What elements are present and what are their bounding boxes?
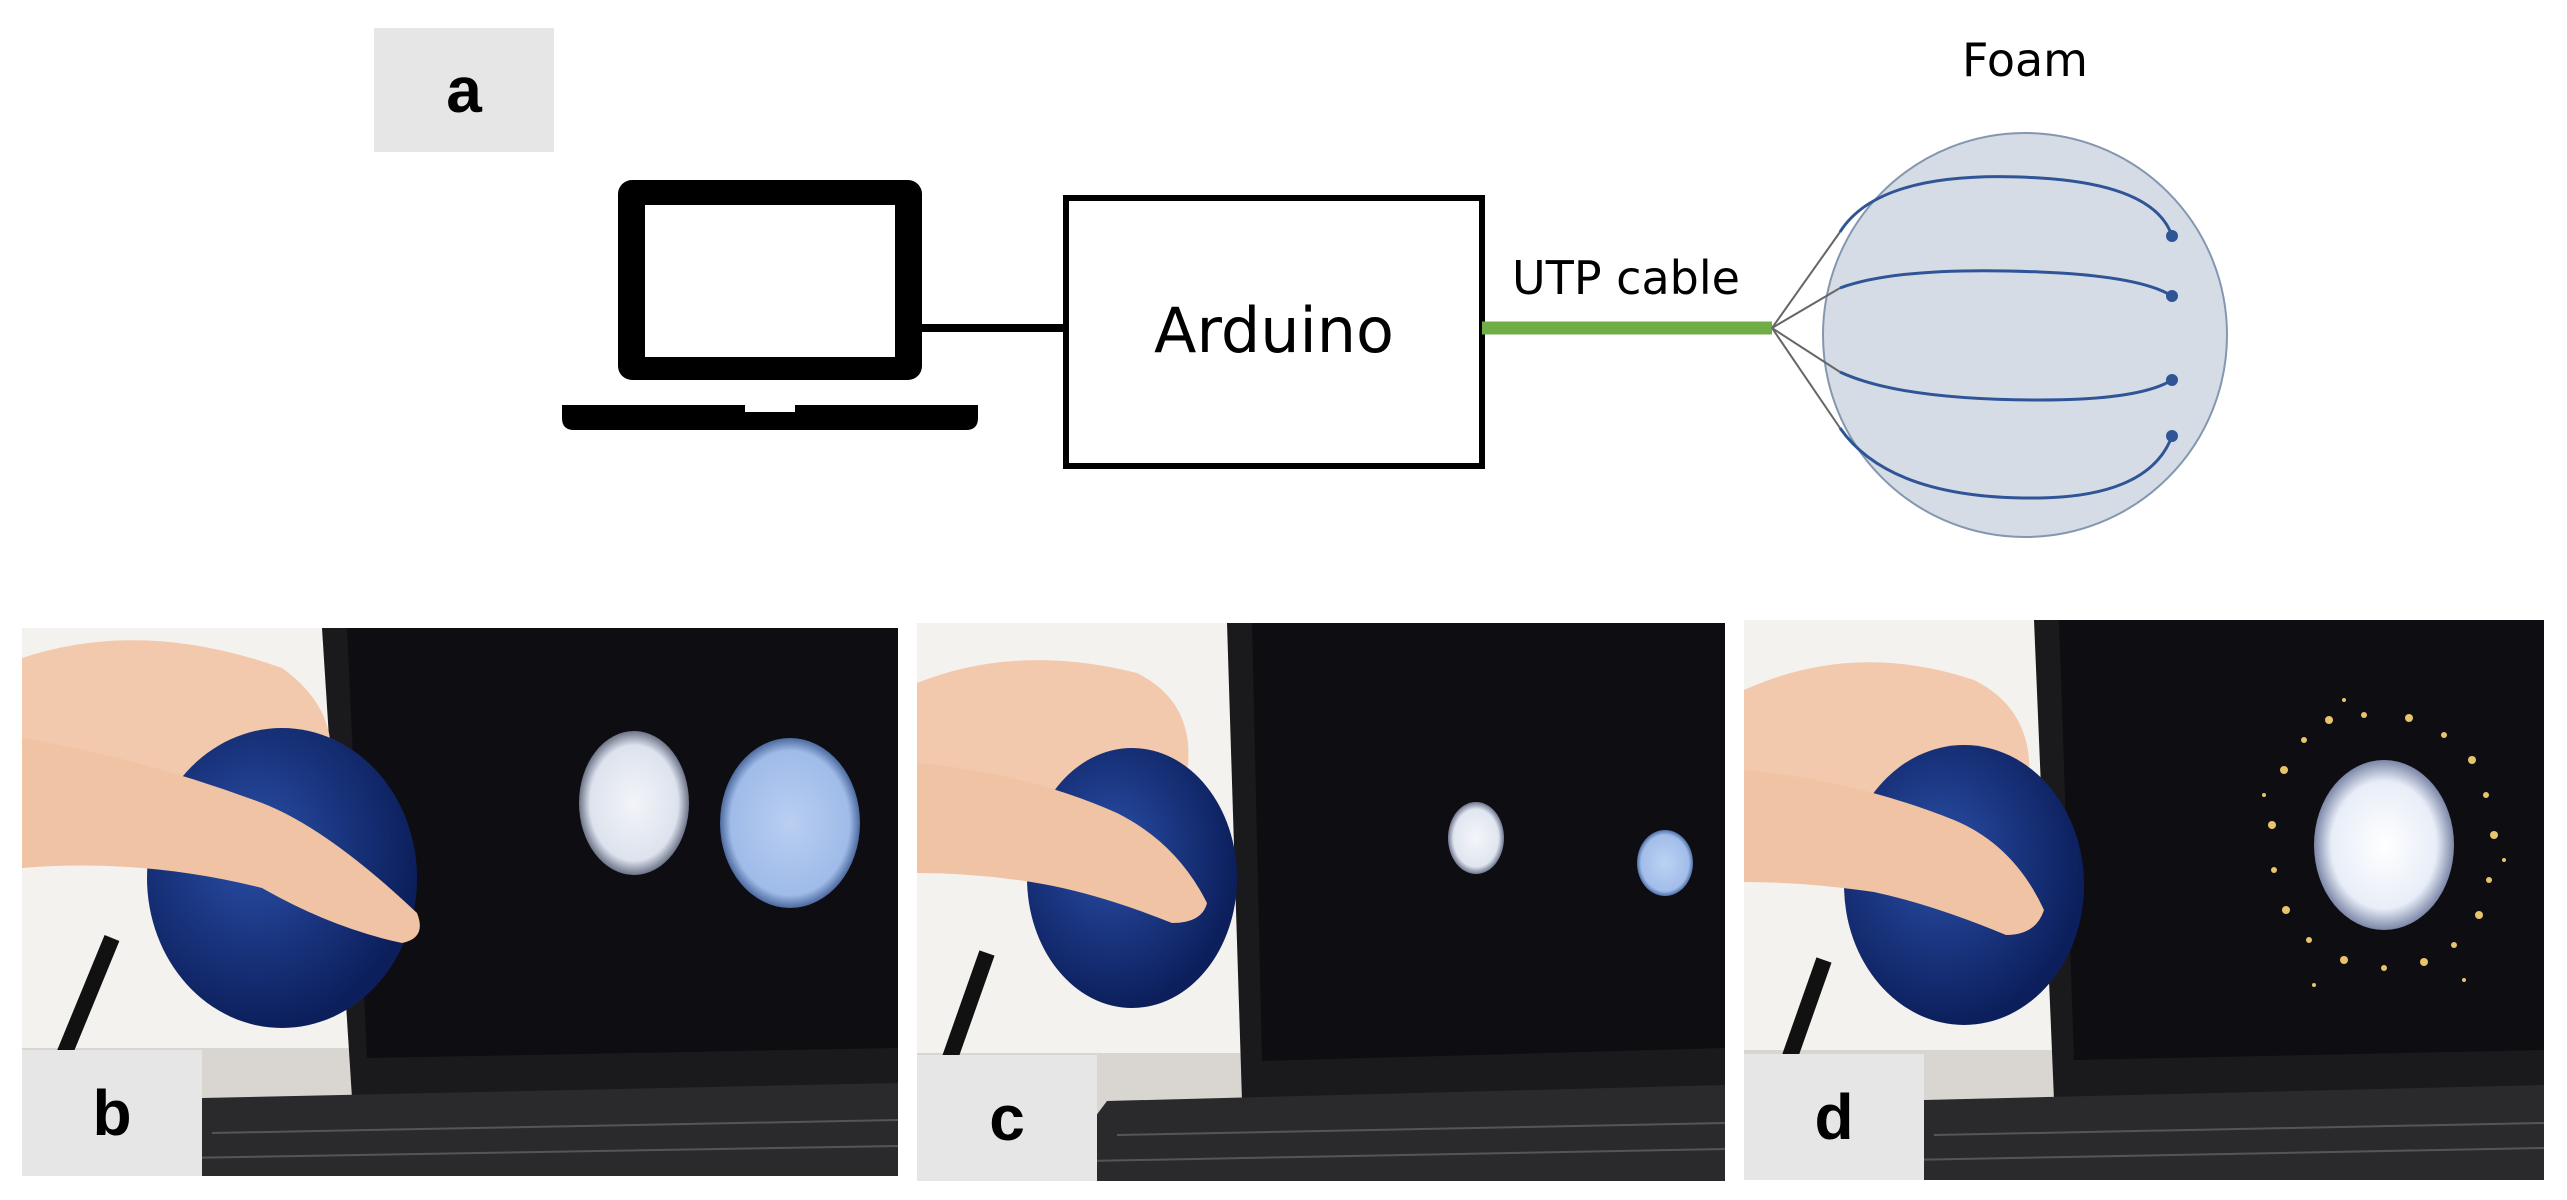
system-diagram: Arduino UTP cable Foam xyxy=(562,33,2228,538)
panel-label-b-text: b xyxy=(92,1077,132,1149)
panel-label-a: a xyxy=(374,28,554,152)
arduino-label: Arduino xyxy=(1154,294,1394,367)
foam-ball-icon xyxy=(1771,132,2228,538)
panel-label-c: c xyxy=(917,1055,1097,1181)
photo-panel-c xyxy=(917,623,1725,1181)
panel-label-d: d xyxy=(1744,1054,1924,1180)
panel-label-b: b xyxy=(22,1050,202,1176)
laptop-icon xyxy=(562,180,978,430)
panel-label-a-text: a xyxy=(446,54,482,126)
arduino-box xyxy=(1063,195,1485,469)
utp-cable-label: UTP cable xyxy=(1512,251,1740,305)
sparkle-particles xyxy=(2262,698,2506,987)
panel-label-c-text: c xyxy=(989,1082,1025,1154)
panel-label-d-text: d xyxy=(1814,1081,1854,1153)
foam-label: Foam xyxy=(1962,33,2088,87)
